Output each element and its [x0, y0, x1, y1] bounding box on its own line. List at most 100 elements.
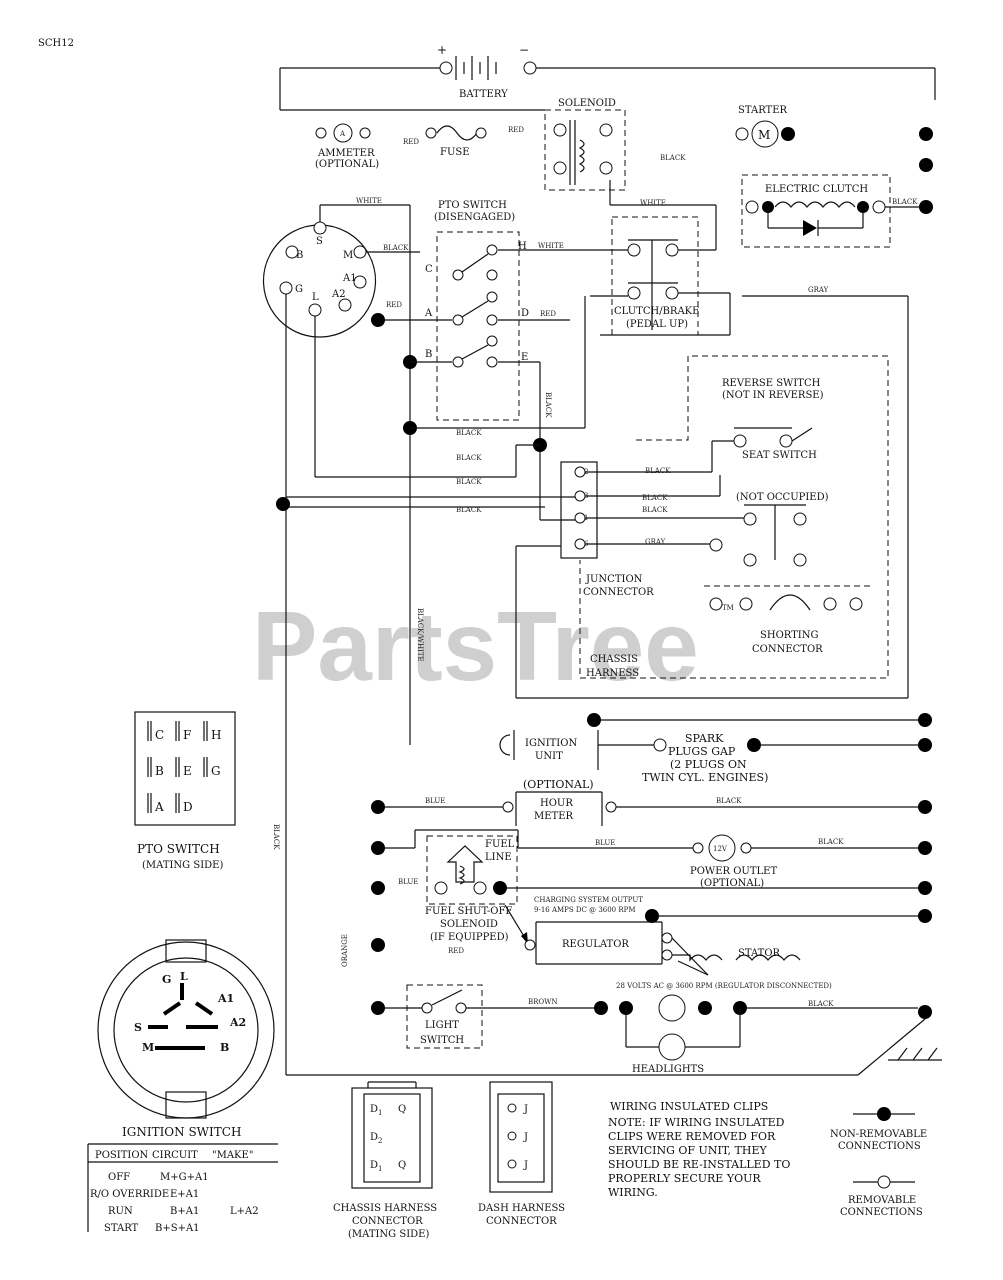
- legend: NON-REMOVABLE CONNECTIONS REMOVABLE CONN…: [830, 1107, 927, 1218]
- ign-pin-m: M: [142, 1041, 154, 1054]
- clips-note-line: PROPERLY SECURE YOUR: [608, 1172, 761, 1185]
- power-outlet-symbol: 12V: [713, 845, 728, 853]
- fuse-label: FUSE: [440, 147, 470, 158]
- chassis-pin-label: D: [370, 1104, 378, 1115]
- spark-label-2: PLUGS GAP: [668, 745, 736, 758]
- ign-term-a1: A1: [342, 273, 357, 284]
- ground-wire-diag: [857, 1018, 926, 1076]
- electric-clutch: ELECTRIC CLUTCH BLACK: [741, 174, 920, 248]
- wire-black-6: BLACK: [642, 494, 668, 502]
- chassis-ground-hatch: [888, 1047, 942, 1061]
- hour-meter-blue: BLUE: [425, 797, 445, 805]
- power-outlet: BLUE 12V BLACK POWER OUTLET (OPTIONAL): [371, 829, 932, 889]
- clips-note-line: SERVICING OF UNIT, THEY: [608, 1144, 767, 1157]
- ammeter-label: AMMETER: [317, 148, 375, 159]
- ign-pin-s: S: [134, 1021, 142, 1034]
- fuse: RED FUSE: [403, 125, 487, 158]
- ign-pin-l: L: [180, 970, 188, 983]
- battery-label: BATTERY: [459, 89, 508, 100]
- wire-black-4: BLACK: [456, 429, 482, 437]
- ign-term-s: S: [316, 236, 323, 247]
- chassis-connector-label-3: (MATING SIDE): [348, 1229, 429, 1240]
- power-outlet-label-1: POWER OUTLET: [690, 866, 777, 877]
- ign-term-b: B: [296, 250, 303, 261]
- chassis-pin-num: 1: [378, 1165, 382, 1173]
- clips-note: WIRING INSULATED CLIPS NOTE: IF WIRING I…: [608, 1100, 790, 1199]
- ign-black-label: BLACK: [383, 244, 409, 252]
- regulator: CHARGING SYSTEM OUTPUT 9-16 AMPS DC @ 36…: [524, 896, 932, 990]
- gray-wire-label: GRAY: [808, 286, 829, 294]
- fuel-blue: BLUE: [398, 878, 418, 886]
- light-brown: BROWN: [528, 998, 557, 1006]
- solenoid-red-label: RED: [508, 126, 524, 134]
- legend-removable-2: CONNECTIONS: [840, 1207, 923, 1218]
- stator-label: STATOR: [738, 948, 781, 959]
- ign-table-header: CIRCUIT: [152, 1150, 198, 1161]
- pto-term-c: C: [425, 264, 433, 275]
- ign-pin-b: B: [220, 1041, 229, 1054]
- pto-mating-label-2: (MATING SIDE): [142, 860, 223, 871]
- pto-mating-label-1: PTO SWITCH: [137, 842, 220, 856]
- wire-black-white: BLACK/WHITE: [416, 608, 424, 662]
- ign-table-cell: START: [104, 1223, 139, 1234]
- chassis-pin-num: 1: [378, 1109, 382, 1117]
- chassis-pin-num: 2: [378, 1137, 382, 1145]
- ign-term-l: L: [312, 292, 319, 303]
- dash-connector-label-2: CONNECTOR: [486, 1216, 557, 1227]
- fuel-solenoid-label-1: FUEL SHUT-OFF: [425, 906, 512, 917]
- ign-table-cell: B+A1: [170, 1206, 199, 1217]
- hour-meter-black: BLACK: [716, 797, 742, 805]
- hour-meter: (OPTIONAL) HOUR METER BLUE BLACK: [371, 778, 932, 826]
- spark-label-4: TWIN CYL. ENGINES): [642, 771, 768, 784]
- pto-black-e: BLACK: [544, 392, 552, 418]
- ground-dot-2: [919, 158, 933, 172]
- wire-black-2: BLACK: [456, 478, 482, 486]
- hour-meter-label-2: METER: [534, 811, 574, 822]
- pto-red-a: RED: [386, 301, 402, 309]
- ign-table-header: POSITION: [95, 1150, 149, 1161]
- legend-nonremovable-1: NON-REMOVABLE: [830, 1129, 927, 1140]
- pto-switch-state: (DISENGAGED): [434, 212, 515, 223]
- battery: + − BATTERY: [279, 43, 936, 111]
- ign-table-cell: R/O OVERRIDE: [90, 1189, 169, 1200]
- spark-label-1: SPARK: [685, 732, 724, 745]
- clutch-white-label: WHITE: [640, 199, 666, 207]
- ign-table-cell: B+S+A1: [155, 1223, 200, 1234]
- solenoid-label: SOLENOID: [558, 98, 616, 109]
- ign-pin-g: G: [162, 973, 171, 986]
- pto-term-d: D: [521, 308, 529, 319]
- ignition-switch-title: IGNITION SWITCH: [122, 1125, 241, 1139]
- fuel-solenoid: FUEL LINE BLUE FUEL SHUT-OFF SOLENOID (I…: [371, 835, 932, 955]
- clips-note-line: NOTE: IF WIRING INSULATED: [608, 1116, 785, 1129]
- reverse-switch-state: (NOT IN REVERSE): [722, 390, 824, 401]
- legend-nonremovable-2: CONNECTIONS: [838, 1141, 921, 1152]
- chassis-connector-label-2: CONNECTOR: [352, 1216, 423, 1227]
- light-switch-label-2: SWITCH: [420, 1035, 464, 1046]
- pto-mating-pin-b: B: [155, 764, 164, 778]
- charging-label-1: CHARGING SYSTEM OUTPUT: [534, 896, 643, 904]
- power-outlet-blue: BLUE: [595, 839, 615, 847]
- pto-mating-pin-h: H: [211, 728, 221, 742]
- fuel-line-1: FUEL: [485, 839, 515, 850]
- pto-switch: PTO SWITCH (DISENGAGED) H C A D B E WHIT…: [371, 200, 628, 440]
- seat-switch-state: (NOT OCCUPIED): [736, 492, 829, 503]
- light-orange: ORANGE: [341, 934, 349, 967]
- ign-pin-a2: A2: [229, 1016, 246, 1029]
- starter-symbol: M: [758, 128, 770, 142]
- spark-label-3: (2 PLUGS ON: [670, 758, 747, 771]
- ignition-unit: IGNITION UNIT SPARK PLUGS GAP (2 PLUGS O…: [499, 713, 932, 784]
- pto-mating-pin-e: E: [183, 764, 192, 778]
- wire-black-1: BLACK: [456, 454, 482, 462]
- ign-table-cell: E+A1: [170, 1189, 199, 1200]
- ammeter-optional: (OPTIONAL): [315, 159, 379, 170]
- hour-meter-label-1: HOUR: [540, 798, 573, 809]
- wire-black-3: BLACK: [456, 506, 482, 514]
- watermark: PartsTree: [252, 591, 699, 701]
- wire-black-7: BLACK: [642, 506, 668, 514]
- pto-mating-pin-d: D: [183, 800, 193, 814]
- pto-white-label: WHITE: [538, 242, 564, 250]
